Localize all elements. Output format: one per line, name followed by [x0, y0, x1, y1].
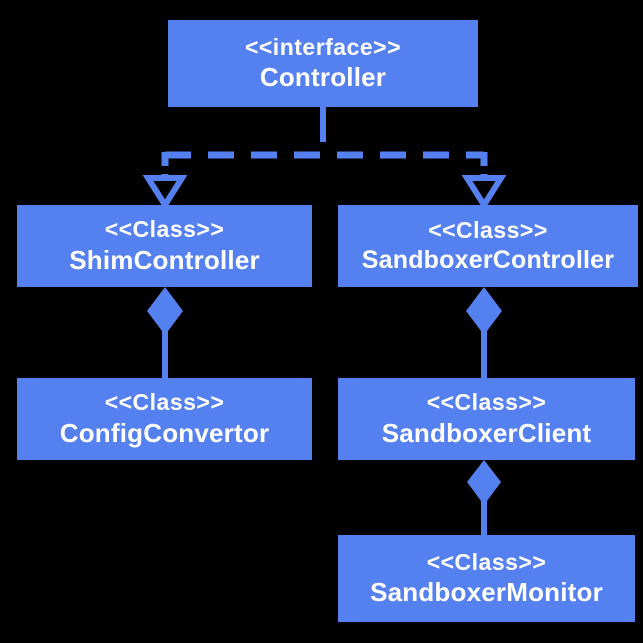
realization-left-arrowhead-icon — [142, 175, 188, 211]
composition-sbxclient-sbxmonitor-diamond-icon — [467, 460, 501, 505]
stereotype-label: <<Class>> — [426, 389, 547, 416]
stereotype-label: <<Class>> — [104, 216, 225, 243]
class-name-label: SandboxerController — [361, 246, 615, 275]
class-box-sandboxer-controller[interactable]: <<Class>> SandboxerController — [338, 205, 638, 287]
class-name-label: ConfigConvertor — [59, 417, 270, 448]
class-box-shim-controller[interactable]: <<Class>> ShimController — [17, 205, 312, 287]
stereotype-label: <<Class>> — [426, 548, 547, 575]
composition-sbxctl-sbxclient-diamond-icon — [466, 287, 502, 335]
class-name-label: ShimController — [69, 244, 260, 275]
class-name-label: SandboxerClient — [381, 417, 592, 448]
class-name-label: Controller — [259, 62, 387, 93]
realization-right-arrowhead-icon — [461, 175, 507, 211]
stereotype-label: <<interface>> — [244, 33, 402, 60]
stereotype-label: <<Class>> — [104, 389, 225, 416]
class-box-sandboxer-client[interactable]: <<Class>> SandboxerClient — [338, 378, 635, 460]
composition-shim-config-diamond-icon — [147, 287, 183, 335]
class-box-config-convertor[interactable]: <<Class>> ConfigConvertor — [17, 378, 312, 460]
class-name-label: SandboxerMonitor — [370, 577, 603, 608]
stereotype-label: <<Class>> — [428, 216, 548, 243]
class-box-controller[interactable]: <<interface>> Controller — [168, 20, 478, 107]
class-box-sandboxer-monitor[interactable]: <<Class>> SandboxerMonitor — [338, 535, 635, 622]
